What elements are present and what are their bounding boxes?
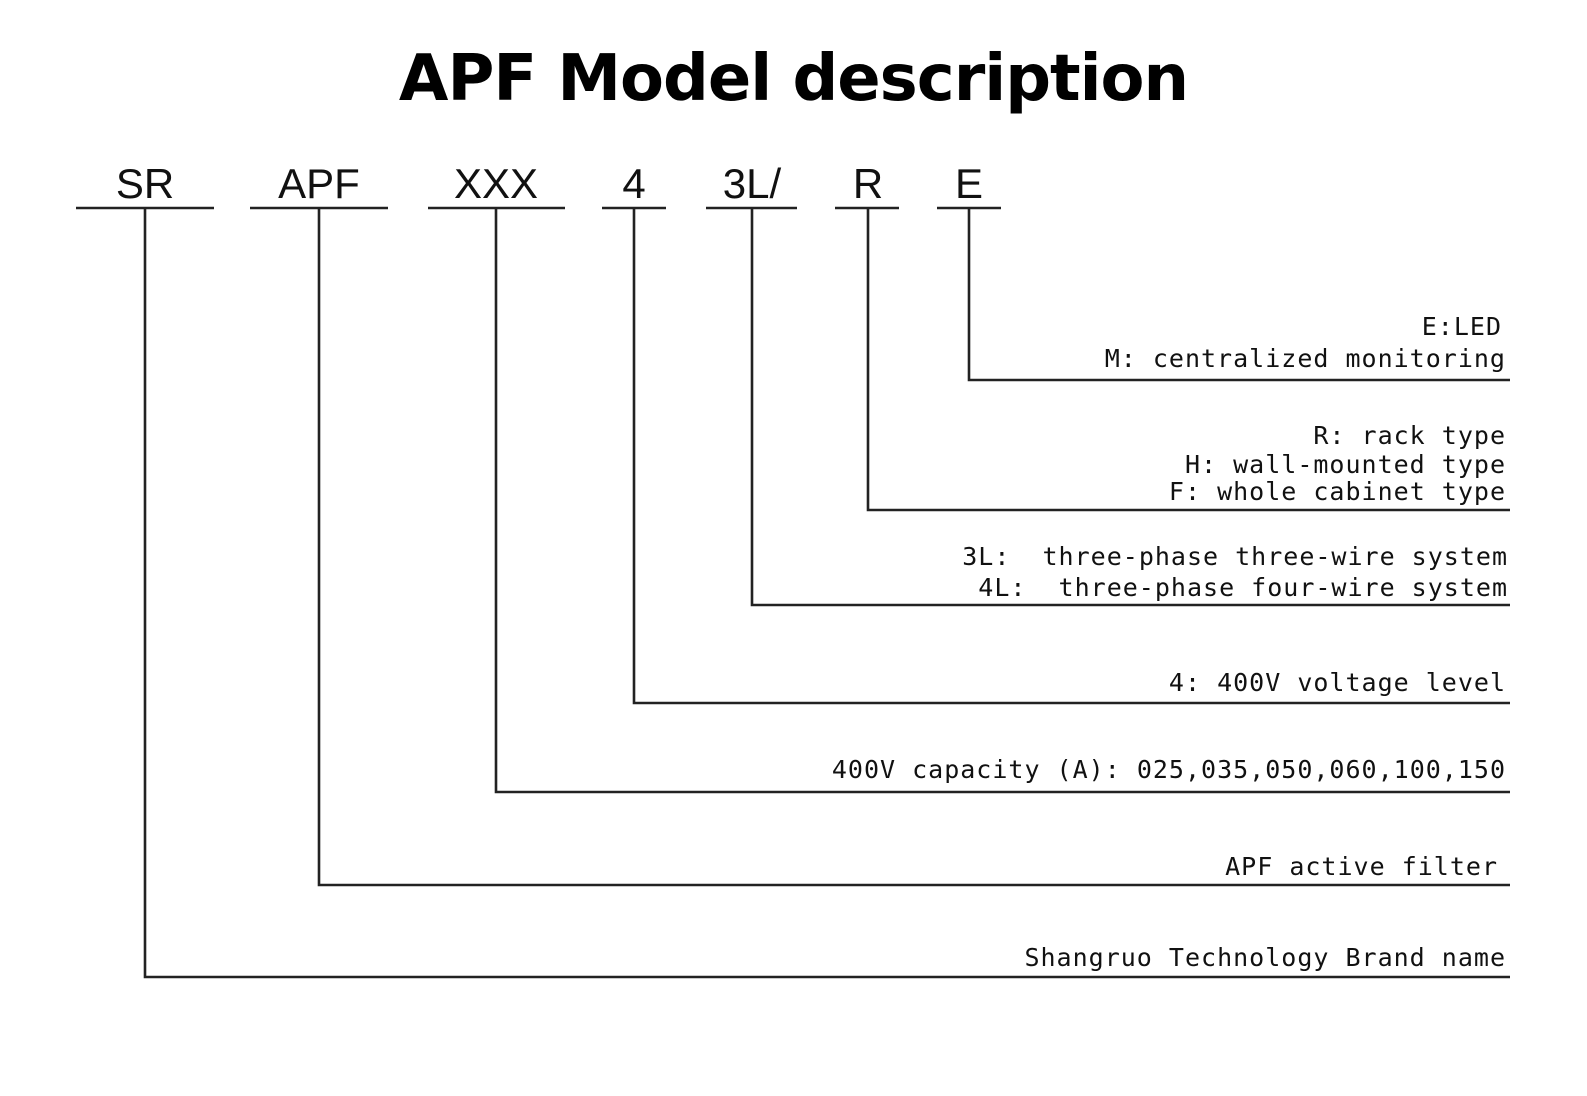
desc-wire-3l: 3L: three-phase three-wire system — [962, 542, 1508, 571]
desc-capacity: 400V capacity (A): 025,035,050,060,100,1… — [832, 755, 1506, 784]
code-sr: SR — [116, 160, 174, 207]
code-capacity: XXX — [454, 160, 538, 207]
leader-capacity — [494, 208, 1510, 794]
desc-wire-4l: 4L: three-phase four-wire system — [978, 573, 1508, 602]
code-mount-type: R — [853, 160, 883, 207]
leader-brand — [143, 208, 1510, 979]
desc-mount-wall: H: wall-mounted type — [1185, 450, 1506, 479]
leader-display — [967, 208, 1510, 382]
leader-wire-system — [750, 208, 1510, 607]
page-title: APF Model description — [398, 42, 1189, 116]
leader-apf — [317, 208, 1510, 887]
desc-voltage: 4: 400V voltage level — [1169, 668, 1506, 697]
desc-apf: APF active filter — [1225, 852, 1498, 881]
code-display: E — [955, 160, 983, 207]
desc-mount-rack: R: rack type — [1313, 421, 1506, 450]
code-wire-system: 3L/ — [723, 160, 782, 207]
desc-display-led: E:LED — [1422, 312, 1502, 341]
leader-mount-type — [866, 208, 1510, 512]
leader-voltage — [632, 208, 1510, 705]
code-voltage: 4 — [622, 160, 645, 207]
code-apf: APF — [278, 160, 360, 207]
desc-display-monitoring: M: centralized monitoring — [1105, 344, 1506, 373]
desc-brand: Shangruo Technology Brand name — [1024, 943, 1506, 972]
desc-mount-cabinet: F: whole cabinet type — [1169, 477, 1506, 506]
